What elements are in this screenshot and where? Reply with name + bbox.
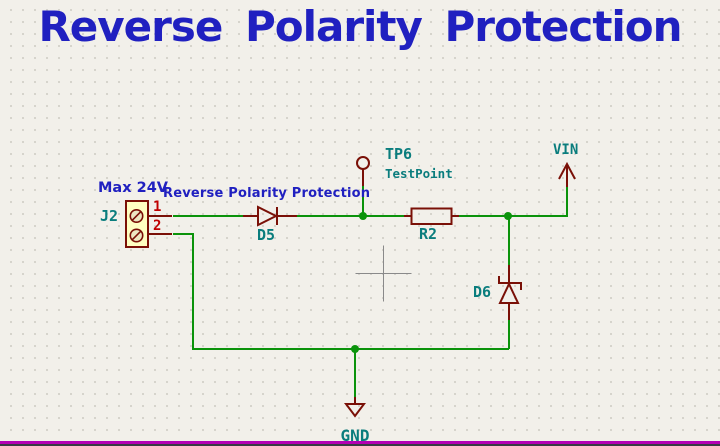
- tp6-ring: [356, 156, 370, 170]
- d6-zener-bar: [498, 276, 522, 290]
- r2-body: [410, 207, 453, 225]
- d5-triangle: [257, 205, 279, 227]
- zener-symbol[interactable]: [498, 265, 522, 320]
- vin-net-label[interactable]: VIN: [553, 142, 578, 158]
- j2-screw1-slot: [131, 211, 142, 221]
- j2-reference-label[interactable]: J2: [100, 207, 118, 225]
- j2-pin2-number: 2: [153, 218, 161, 234]
- screw-terminal-symbol[interactable]: [125, 200, 172, 248]
- power-flag-vin[interactable]: [558, 161, 576, 187]
- crosshair-cursor: [355, 245, 412, 302]
- gnd-symbol[interactable]: [344, 397, 366, 418]
- sheet-title-text[interactable]: Reverse Polarity Protection: [38, 2, 682, 51]
- diode-symbol[interactable]: [243, 205, 297, 227]
- j2-pin1-number: 1: [153, 199, 161, 215]
- gnd-triangle: [344, 403, 366, 418]
- section-label[interactable]: Reverse Polarity Protection: [163, 186, 370, 201]
- junction-dot[interactable]: [504, 212, 512, 220]
- tp6-value-label[interactable]: TestPoint: [385, 166, 453, 181]
- d5-reference-label[interactable]: D5: [257, 226, 275, 244]
- r2-reference-label[interactable]: R2: [419, 225, 437, 243]
- max-voltage-label[interactable]: Max 24V: [98, 180, 169, 196]
- window-edge: [0, 444, 720, 446]
- junction-dot[interactable]: [359, 212, 367, 220]
- gnd-net-label[interactable]: GND: [341, 426, 370, 445]
- d6-reference-label[interactable]: D6: [473, 283, 491, 301]
- j2-screw2-slot: [131, 230, 142, 241]
- resistor-symbol[interactable]: [404, 207, 459, 225]
- wire-gnd-rail[interactable]: [173, 233, 509, 350]
- wire-r2-to-vin[interactable]: [459, 187, 568, 217]
- vin-arrow: [558, 161, 576, 180]
- tp6-reference-label[interactable]: TP6: [385, 145, 412, 163]
- junction-dot[interactable]: [351, 345, 359, 353]
- testpoint-symbol[interactable]: [356, 156, 370, 186]
- d6-triangle: [498, 281, 520, 304]
